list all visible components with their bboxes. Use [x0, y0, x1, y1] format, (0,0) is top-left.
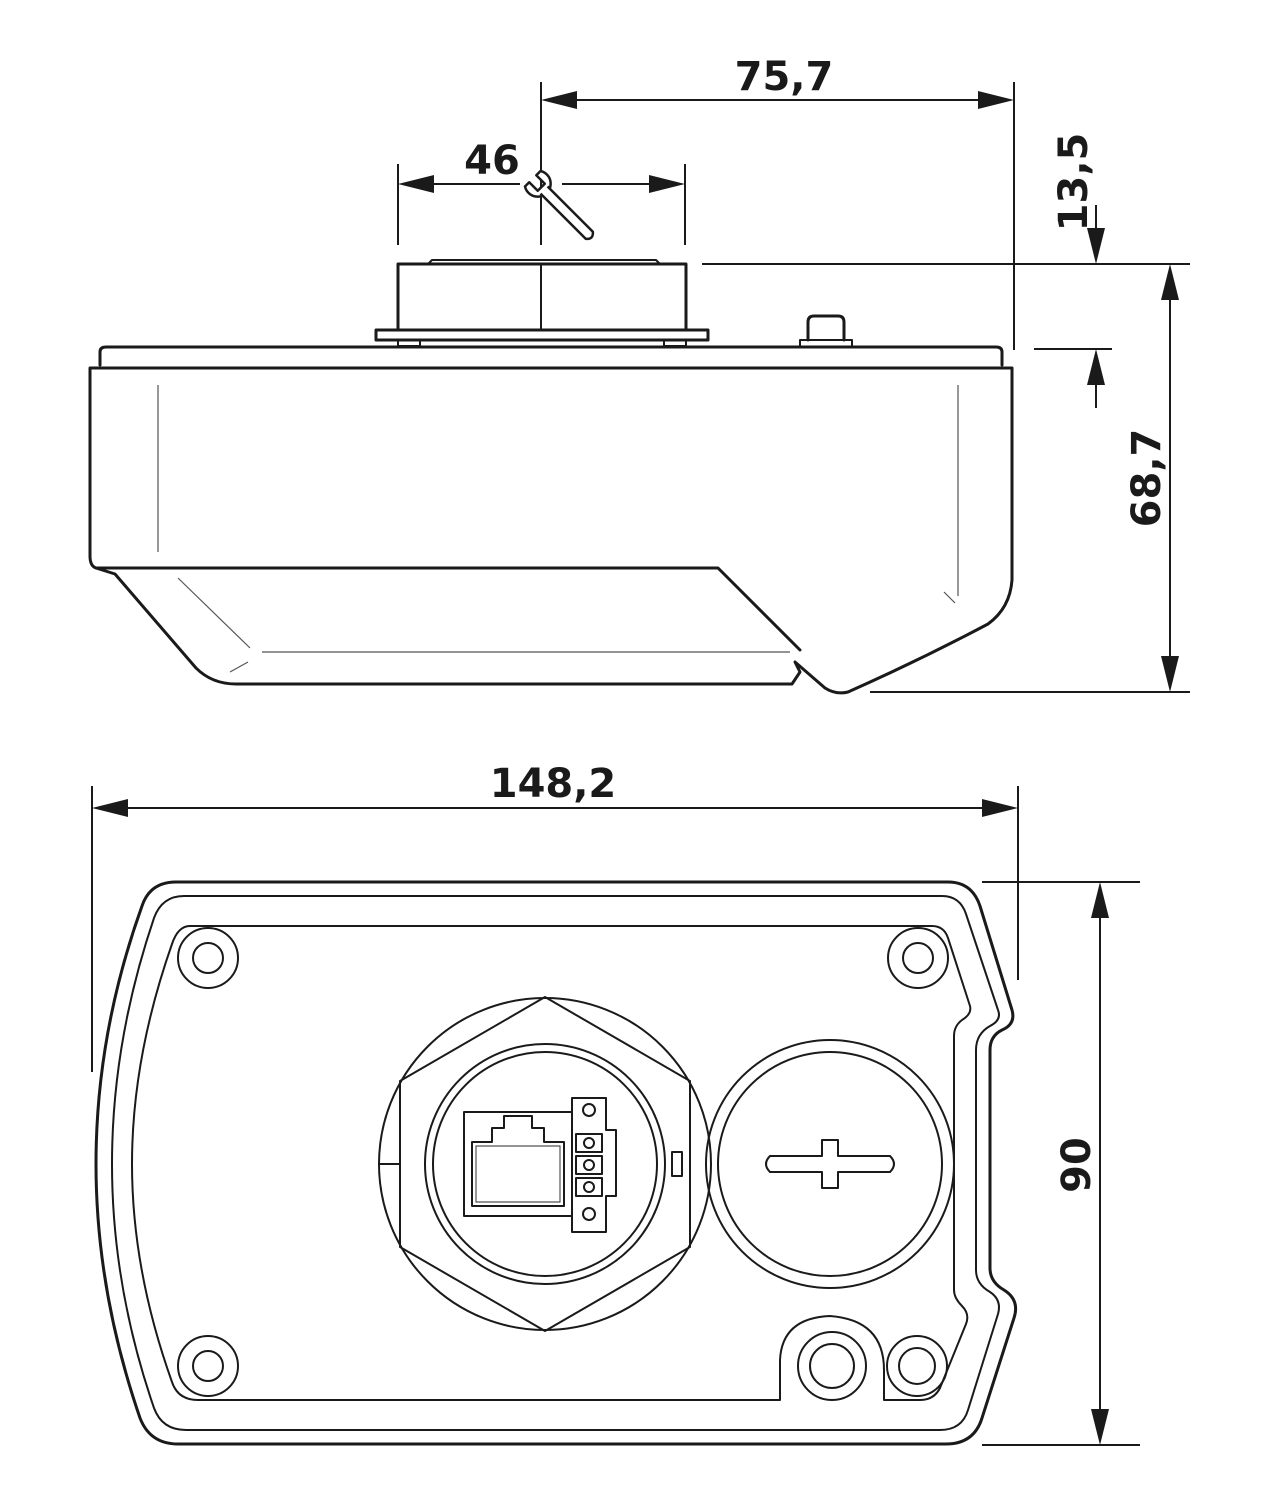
mounting-hole-bottom-left: [177, 1335, 239, 1397]
dimension-label-68-7: 68,7: [1124, 429, 1170, 528]
wrench-icon: [523, 169, 595, 241]
side-view: [88, 259, 1014, 695]
dimension-label-75-7: 75,7: [735, 54, 834, 100]
dimension-75-7: 75,7: [540, 54, 1015, 350]
screw-cap: [374, 259, 710, 347]
dimension-46: 46: [397, 138, 686, 245]
dimension-label-148-2: 148,2: [490, 761, 617, 807]
dimension-90: 90: [982, 881, 1140, 1446]
mounting-hole-top-right: [887, 927, 949, 989]
connector-gland: [378, 996, 712, 1332]
dimension-label-46: 46: [464, 138, 520, 184]
dimension-148-2: 148,2: [91, 761, 1019, 1072]
screw-cover: [705, 1039, 955, 1289]
dimension-label-90: 90: [1054, 1137, 1100, 1193]
dimension-68-7: 68,7: [870, 264, 1190, 693]
dimension-label-13-5: 13,5: [1051, 133, 1097, 232]
dimension-13-5: 13,5: [702, 133, 1190, 408]
housing-body: [88, 366, 1014, 695]
mounting-hole-bottom-right: [886, 1335, 948, 1397]
plan-view: [94, 880, 1018, 1446]
housing-lid: [98, 345, 1004, 367]
terminal-block: [571, 1097, 617, 1233]
housing-outline: [94, 880, 1018, 1446]
rj45-socket: [463, 1111, 573, 1217]
side-knob: [799, 314, 853, 347]
mounting-hole-top-left: [177, 927, 239, 989]
mounting-hole-bottom-middle: [797, 1331, 867, 1401]
